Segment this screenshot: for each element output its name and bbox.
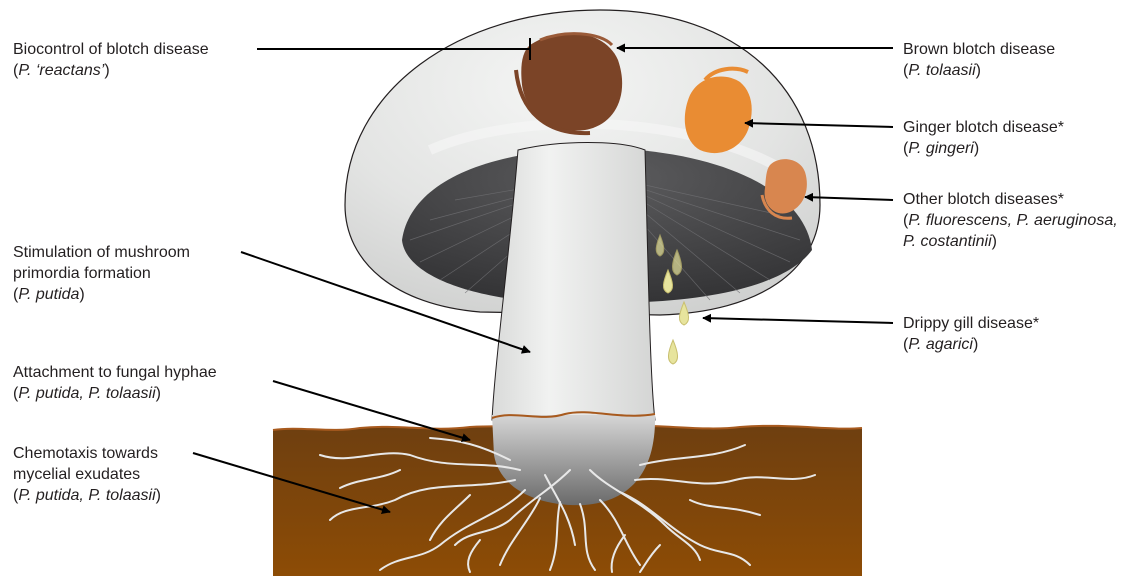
label-biocontrol: Biocontrol of blotch disease (P. ‘reacta… bbox=[13, 39, 209, 81]
mushroom-stem bbox=[492, 143, 655, 421]
label-other-blotch: Other blotch diseases* (P. fluorescens, … bbox=[903, 189, 1118, 252]
attachment-title: Attachment to fungal hyphae bbox=[13, 362, 217, 383]
label-ginger-blotch: Ginger blotch disease* (P. gingeri) bbox=[903, 117, 1064, 159]
label-brown-blotch: Brown blotch disease (P. tolaasii) bbox=[903, 39, 1055, 81]
ginger-title: Ginger blotch disease* bbox=[903, 117, 1064, 138]
chemotaxis-species: P. putida, P. tolaasii bbox=[18, 487, 155, 504]
drippy-title: Drippy gill disease* bbox=[903, 313, 1039, 334]
drippy-species: P. agarici bbox=[908, 336, 973, 353]
other-species-2: P. costantinii bbox=[903, 233, 992, 250]
chemotaxis-title-2: mycelial exudates bbox=[13, 464, 161, 485]
brown-title: Brown blotch disease bbox=[903, 39, 1055, 60]
label-drippy-gill: Drippy gill disease* (P. agarici) bbox=[903, 313, 1039, 355]
biocontrol-species: P. ‘reactans’ bbox=[18, 62, 104, 79]
label-primordia: Stimulation of mushroom primordia format… bbox=[13, 242, 190, 305]
ginger-species: P. gingeri bbox=[908, 140, 974, 157]
label-attachment: Attachment to fungal hyphae (P. putida, … bbox=[13, 362, 217, 404]
label-chemotaxis: Chemotaxis towards mycelial exudates (P.… bbox=[13, 443, 161, 506]
other-title: Other blotch diseases* bbox=[903, 189, 1118, 210]
biocontrol-title: Biocontrol of blotch disease bbox=[13, 39, 209, 60]
chemotaxis-title-1: Chemotaxis towards bbox=[13, 443, 161, 464]
primordia-title-2: primordia formation bbox=[13, 263, 190, 284]
drippy-arrow bbox=[703, 318, 893, 323]
primordia-title-1: Stimulation of mushroom bbox=[13, 242, 190, 263]
brown-species: P. tolaasii bbox=[908, 62, 975, 79]
attachment-species: P. putida, P. tolaasii bbox=[18, 385, 155, 402]
other-species-1: P. fluorescens, P. aeruginosa, bbox=[908, 212, 1117, 229]
primordia-species: P. putida bbox=[18, 286, 79, 303]
